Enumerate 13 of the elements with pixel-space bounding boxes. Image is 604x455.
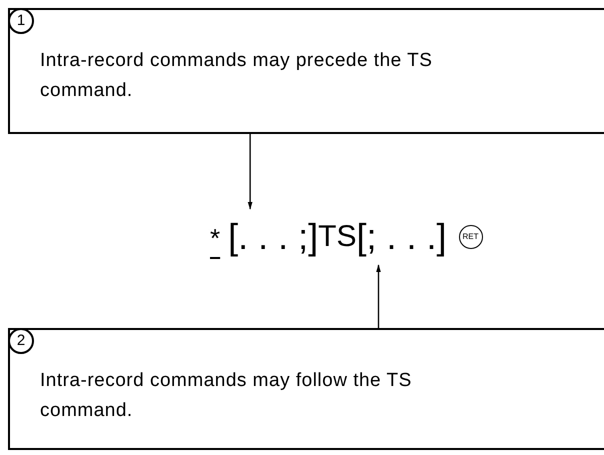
note-box — [8, 8, 604, 134]
syntax-text: [. . . ;] — [228, 213, 318, 261]
callout-number: 1 — [8, 8, 34, 34]
syntax-text: TS — [318, 219, 356, 255]
note-text: Intra-record commands may follow the TS command. — [40, 369, 413, 423]
arrow — [248, 134, 252, 210]
return-key-symbol: RET — [458, 225, 483, 249]
arrow — [376, 264, 381, 328]
syntax-text: [; . . .] — [356, 213, 447, 261]
callout-number: 2 — [8, 328, 34, 354]
note-box — [8, 328, 604, 450]
syntax-symbol: * — [210, 222, 220, 255]
note-text: Intra-record commands may precede the TS command. — [40, 49, 434, 103]
